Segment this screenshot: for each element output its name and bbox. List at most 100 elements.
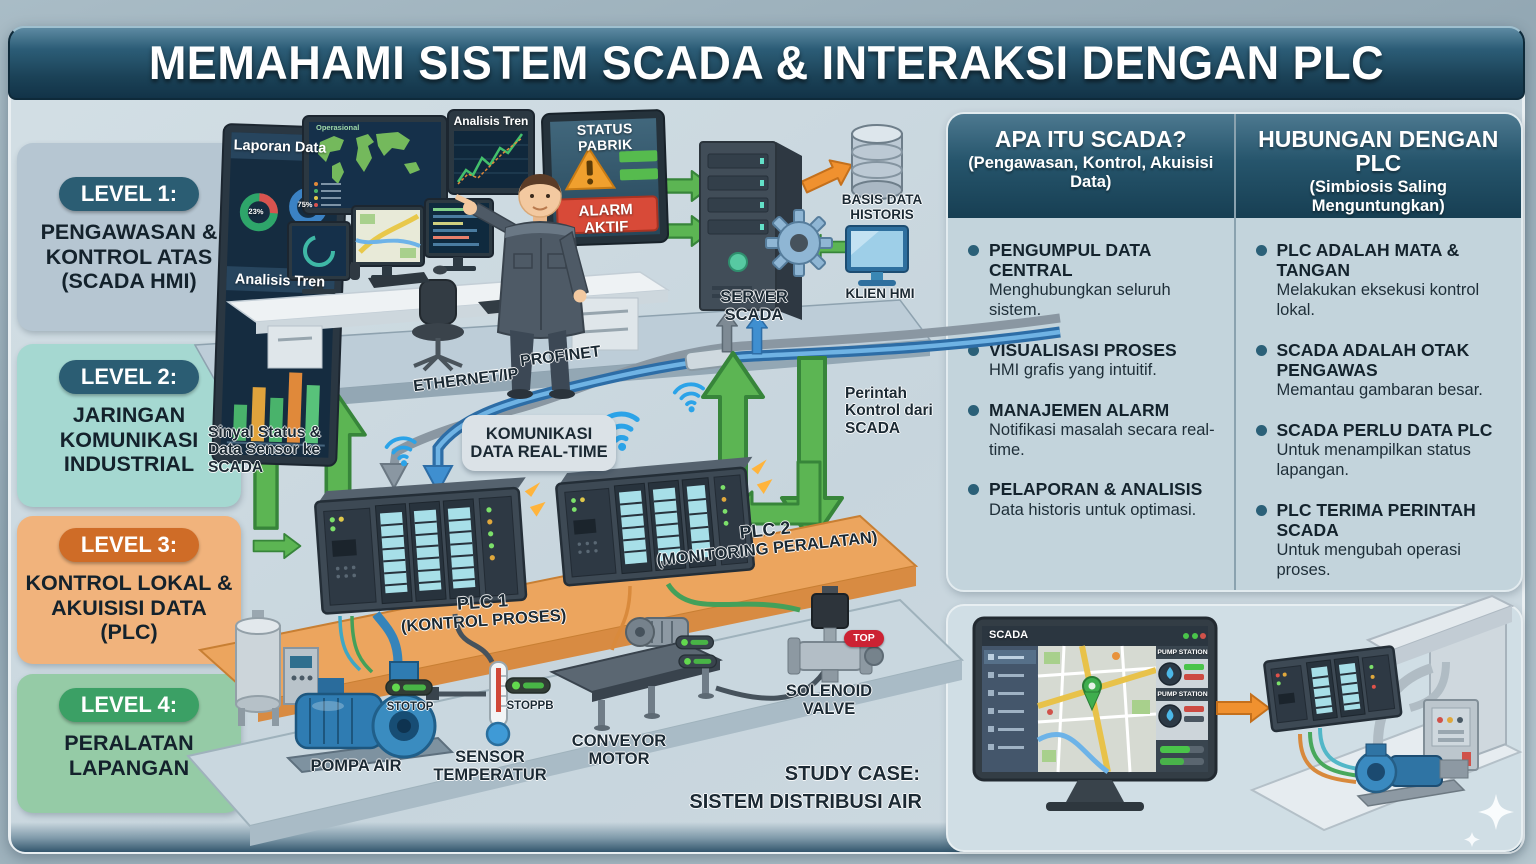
bullet-icon bbox=[1255, 344, 1267, 356]
hmi-client-icon bbox=[845, 225, 909, 286]
inset-plc-rack bbox=[1263, 645, 1403, 733]
level2-badge: LEVEL 2: bbox=[58, 360, 200, 394]
bullet-body: Untuk menampilkan status lapangan. bbox=[1276, 441, 1471, 479]
status-pill bbox=[675, 635, 715, 650]
sparkle-icon bbox=[1464, 832, 1480, 847]
level3-badge: LEVEL 3: bbox=[58, 528, 200, 562]
bullet-icon bbox=[1255, 504, 1267, 516]
water-pump bbox=[285, 661, 455, 774]
study-case-line1: STUDY CASE: bbox=[784, 763, 920, 785]
plc-column: HUBUNGAN DENGAN PLC (Simbiosis Saling Me… bbox=[1233, 114, 1522, 590]
sensor-status-label: STOPPB bbox=[506, 700, 554, 712]
water-drop-icon bbox=[1166, 709, 1174, 721]
gauge bbox=[303, 235, 335, 267]
title-bar: MEMAHAMI SISTEM SCADA & INTERAKSI DENGAN… bbox=[8, 26, 1525, 100]
bullet-head: VISUALISASI PROSES bbox=[989, 339, 1177, 360]
io-modules bbox=[374, 498, 481, 605]
bullet-head: PLC TERIMA PERINTAH SCADA bbox=[1276, 499, 1476, 540]
status-pill bbox=[505, 677, 551, 694]
level3-box: LEVEL 3: KONTROL LOKAL & AKUISISI DATA (… bbox=[17, 516, 241, 664]
study-case-line2: SISTEM DISTRIBUSI AIR bbox=[689, 791, 922, 813]
status-sign-alarm: ALARM AKTIF bbox=[578, 201, 634, 237]
level4-badge: LEVEL 4: bbox=[58, 688, 200, 722]
gear-icon bbox=[765, 209, 833, 277]
inset-station1-label: PUMP STATION bbox=[1157, 649, 1208, 656]
bullet-head: SCADA ADALAH OTAK PENGAWAS bbox=[1276, 339, 1470, 380]
inset-map bbox=[1036, 645, 1157, 775]
conveyor-label: CONVEYOR MOTOR bbox=[571, 732, 667, 769]
pump-label: POMPA AIR bbox=[310, 757, 402, 775]
level1-label: PENGAWASAN & KONTROL ATAS (SCADA HMI) bbox=[40, 220, 218, 293]
io-modules bbox=[613, 477, 717, 575]
bullet-head: PLC ADALAH MATA & TANGAN bbox=[1276, 240, 1460, 281]
water-drop-icon bbox=[1166, 667, 1174, 679]
inset-control-panel bbox=[1423, 699, 1479, 771]
info-panel: APA ITU SCADA? (Pengawasan, Kontrol, Aku… bbox=[946, 112, 1523, 592]
donut-value: 23% bbox=[248, 206, 264, 217]
database-label: BASIS DATA HISTORIS bbox=[841, 192, 923, 223]
status-pill bbox=[385, 679, 433, 696]
inset-station-panel bbox=[1156, 646, 1208, 772]
level2-label: JARINGAN KOMUNIKASI INDUSTRIAL bbox=[59, 403, 199, 476]
bullet-body: Menghubungkan seluruh sistem. bbox=[989, 281, 1171, 320]
scada-server bbox=[699, 141, 833, 320]
bullet-body: Data historis untuk optimasi. bbox=[989, 500, 1197, 519]
wifi-icon bbox=[672, 380, 709, 417]
valve-label: SOLENOID VALVE bbox=[785, 682, 873, 719]
bullet-head: MANAJEMEN ALARM bbox=[989, 399, 1170, 420]
inset-arrow bbox=[1216, 693, 1270, 723]
inset-station2-label: PUMP STATION bbox=[1157, 691, 1208, 698]
alarm-box bbox=[555, 195, 659, 235]
inset-pump bbox=[1354, 743, 1469, 807]
signal-label: Sinyal Status & Data Sensor ke SCADA bbox=[208, 424, 321, 476]
bullet-body: Untuk mengubah operasi proses. bbox=[1276, 540, 1461, 579]
tank-unit bbox=[235, 610, 319, 726]
plc2-rack bbox=[555, 456, 773, 587]
level4-box: LEVEL 4: PERALATAN LAPANGAN bbox=[17, 674, 241, 813]
command-label: Perintah Kontrol dari SCADA bbox=[845, 385, 933, 437]
pointing-hand bbox=[455, 194, 472, 206]
spark bbox=[751, 459, 767, 475]
bullet-body: Notifikasi masalah secara real-time. bbox=[989, 420, 1215, 459]
valve-status-badge: TOP bbox=[844, 630, 884, 647]
level2-box: LEVEL 2: JARINGAN KOMUNIKASI INDUSTRIAL bbox=[17, 344, 241, 507]
level4-label: PERALATAN LAPANGAN bbox=[64, 731, 194, 780]
hmi-client-label: KLIEN HMI bbox=[845, 286, 915, 301]
scada-column-subtitle: (Pengawasan, Kontrol, Akuisisi Data) bbox=[968, 154, 1214, 191]
pump-status-label: STOTOP bbox=[386, 701, 434, 713]
sensor-label: SENSOR TEMPERATUR bbox=[433, 748, 547, 785]
level3-label: KONTROL LOKAL & AKUISISI DATA (PLC) bbox=[25, 571, 233, 644]
mouse bbox=[433, 265, 447, 275]
temperature-sensor bbox=[485, 661, 511, 747]
inset-facility bbox=[1249, 594, 1523, 847]
plc-column-title: HUBUNGAN DENGAN PLC bbox=[1258, 126, 1499, 177]
office-chair bbox=[412, 279, 464, 372]
bullet-icon bbox=[968, 484, 979, 496]
spark bbox=[524, 482, 541, 497]
database-icon bbox=[851, 124, 903, 200]
scada-column-header: APA ITU SCADA? (Pengawasan, Kontrol, Aku… bbox=[948, 114, 1234, 218]
bullet-head: SCADA PERLU DATA PLC bbox=[1276, 419, 1493, 440]
bullet-icon bbox=[1255, 424, 1267, 436]
plc-column-header: HUBUNGAN DENGAN PLC (Simbiosis Saling Me… bbox=[1235, 114, 1521, 218]
inset-scada-monitor bbox=[972, 616, 1218, 811]
comm-label-box: KOMUNIKASI DATA REAL-TIME bbox=[462, 415, 616, 471]
inset-screen-title: SCADA bbox=[989, 629, 1029, 641]
line-chart bbox=[456, 133, 524, 183]
world-map bbox=[318, 132, 420, 184]
map-legend bbox=[314, 182, 341, 207]
hair bbox=[519, 174, 561, 193]
bullet-head: PENGUMPUL DATA CENTRAL bbox=[989, 240, 1151, 281]
bullet-head: PELAPORAN & ANALISIS bbox=[989, 479, 1203, 500]
donut-chart bbox=[239, 193, 278, 232]
